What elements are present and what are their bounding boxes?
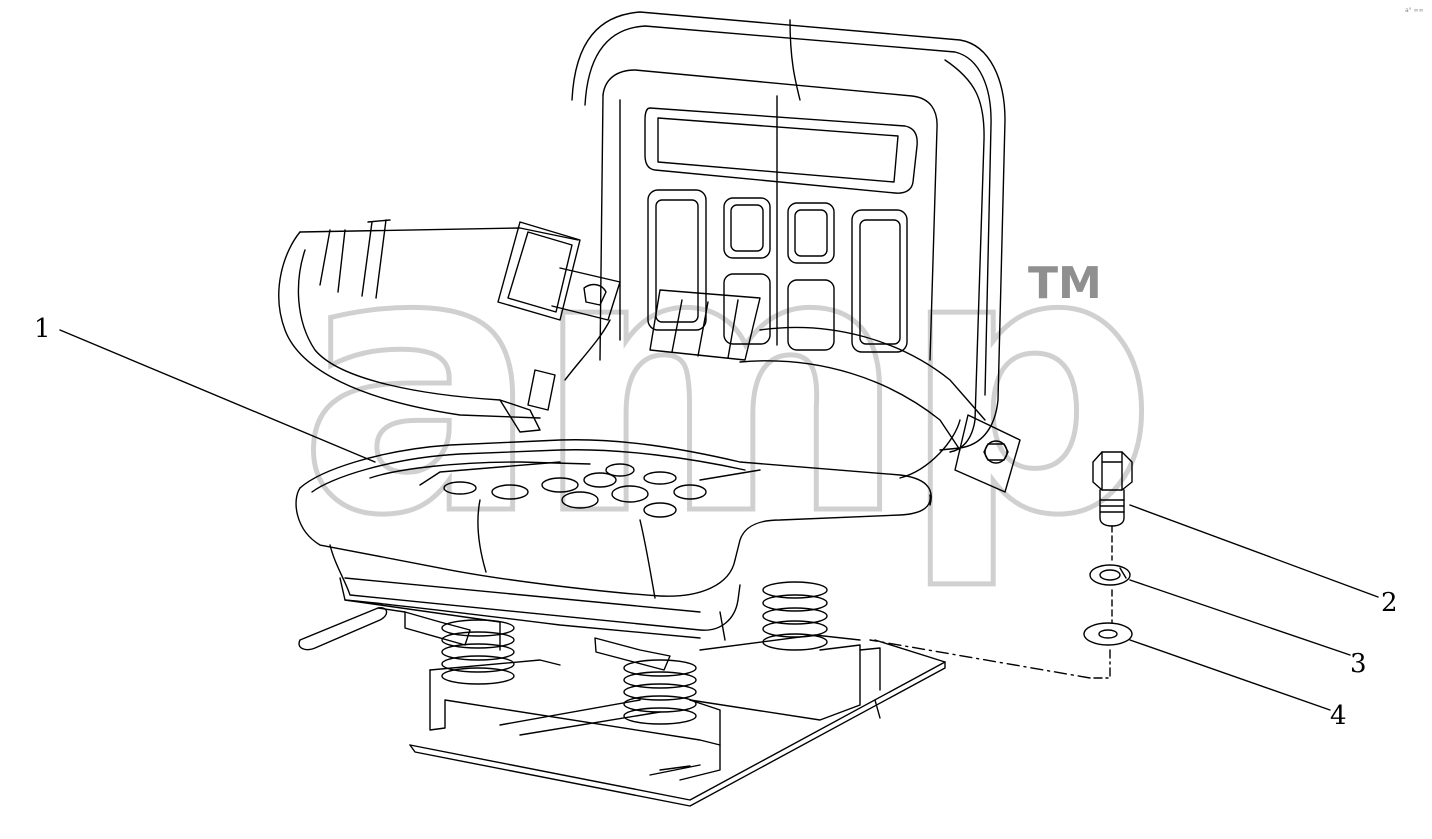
flat-washer (1083, 622, 1133, 646)
backrest (571, 11, 1006, 453)
spring-left (441, 619, 515, 685)
lock-washer (1089, 564, 1131, 586)
watermark-trademark: TM (1028, 258, 1102, 309)
bolt (1092, 451, 1133, 527)
callout-3: 3 (1350, 649, 1367, 679)
seat-cushion (295, 419, 961, 631)
callout-2: 2 (1381, 588, 1398, 618)
leader-line-1 (59, 329, 376, 463)
corner-mark: a° ∞∞ (1405, 7, 1424, 14)
leader-line-4 (1129, 639, 1331, 711)
leader-line-2 (1129, 504, 1379, 598)
callout-4: 4 (1330, 701, 1347, 731)
right-belt-strap (649, 289, 1021, 493)
suspension-base (298, 577, 946, 807)
seat-belt (278, 219, 621, 433)
hardware (869, 451, 1133, 679)
spring-right-rear (762, 581, 828, 651)
watermark-logo: amp (296, 175, 1161, 594)
callout-1: 1 (34, 314, 51, 344)
leader-line-3 (1129, 579, 1351, 656)
leader-lines (59, 329, 1379, 711)
